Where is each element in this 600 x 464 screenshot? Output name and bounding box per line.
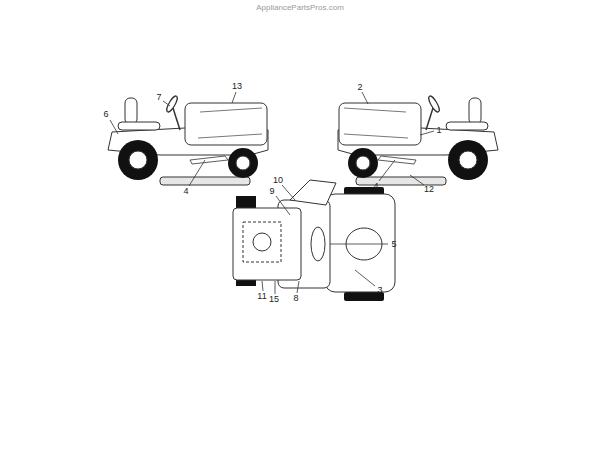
callout-number: 7: [156, 93, 161, 102]
callout-number: 2: [357, 83, 362, 92]
callout-number: 8: [293, 294, 298, 303]
callout-number: 4: [183, 187, 188, 196]
callout-number: 10: [273, 176, 283, 185]
callout-number: 3: [377, 286, 382, 295]
watermark: AppliancePartsPros.com: [256, 4, 344, 12]
callout-number: 13: [232, 82, 242, 91]
callout-number: 5: [391, 240, 396, 249]
callout-number: 11: [257, 292, 266, 301]
callout-number: 1: [436, 126, 441, 135]
callout-number: 6: [103, 110, 108, 119]
callout-number: 9: [269, 187, 274, 196]
callout-number: 4: [373, 182, 378, 191]
callout-number: 12: [424, 185, 434, 194]
callout-number: 15: [269, 295, 279, 304]
